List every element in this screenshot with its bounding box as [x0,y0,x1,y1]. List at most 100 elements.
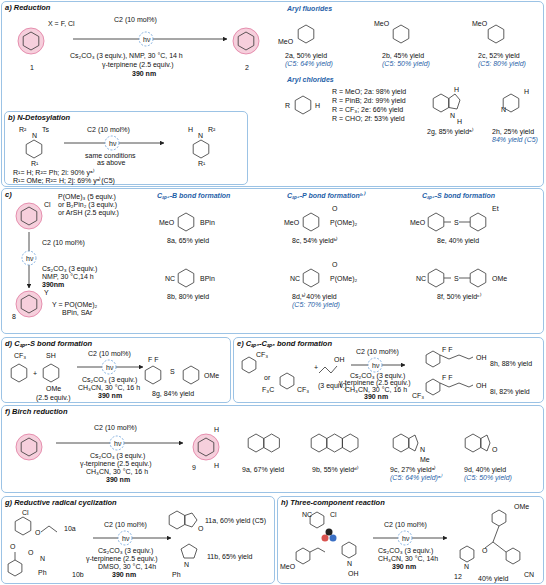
chemistry-label: N [347,560,352,568]
structure-stroke [310,548,325,552]
structure-stroke [459,222,470,223]
structure-stroke [440,355,473,359]
chemistry-label: OH [348,570,359,578]
structure-stroke [460,546,474,562]
structure-stroke [319,366,337,373]
structure-stroke [16,291,42,317]
chemistry-label: C2 (10 mol%) [42,239,85,247]
structure-stroke [110,436,124,450]
chemistry-label: SH [46,352,56,360]
panel-heading: d) Cₛₚ₃-S bond formation [5,340,92,348]
structure-stroke [398,531,412,545]
structure-stroke [481,435,490,451]
chemistry-label: H [524,88,529,96]
chemistry-label: 8h, 88% yield [490,360,532,368]
chemistry-label: H [214,426,219,434]
chemistry-label: Cs₂CO₃ (3 equiv.) [42,265,97,273]
chemistry-label: MeO [374,20,389,28]
structure-stroke [169,511,185,529]
structure-stroke [409,435,418,451]
wavelength-label: 390nm [42,281,64,289]
panel-c-art [16,203,486,317]
chemistry-label: P(OMe)₂ [330,275,357,283]
chemistry-label: OMe [204,372,219,380]
chemistry-label: NC [165,275,175,283]
chemistry-label: N [501,106,506,114]
structure-stroke [43,364,59,382]
chemistry-label: Et [492,205,499,213]
chemistry-label: hν [26,255,33,263]
panel-f-art [16,434,490,460]
panel-a-art [18,25,519,114]
chemistry-label: 40% yield [478,575,508,583]
structure-stroke [21,207,37,225]
structure-stroke [298,25,314,43]
panel-heading: c) [5,191,12,199]
chemistry-label: CH₃CN, 30 °C, 14h [378,555,438,563]
structure-stroke [428,213,444,231]
chemistry-label: X = F, Cl [48,20,75,28]
structure-stroke [426,351,440,367]
structure-stroke [193,140,209,158]
structure-stroke [492,510,506,526]
structure-stroke [310,512,324,528]
chemistry-label: 8d,ᵇ⁾40% yield [292,293,337,301]
structure-stroke [18,28,44,54]
chemistry-label: Cs₂CO₃ (3 equiv.) [98,547,153,555]
reaction-panel: a) ReductionX = F, ClC2 (10 mol%)hνCs₂CO… [1,1,544,187]
chemistry-label: 2a, 50% yield [285,52,327,60]
chemistry-label: NC [416,275,426,283]
chemistry-label: γ-terpinene (2.5 equiv.) [86,555,157,563]
reaction-panel: b) N-DetosylationR²NTsR¹C2 (10 mol%)hνsa… [4,111,248,185]
chemistry-label: F F [442,374,453,382]
structure-stroke [11,364,27,382]
chemistry-label: OMe [492,275,507,283]
structure-stroke [183,366,199,384]
wavelength-label: 390 nm [392,563,416,571]
structure-stroke [459,278,470,279]
chemistry-label: H [457,118,462,126]
chemistry-label: Me [420,456,430,464]
structure-stroke [193,434,219,460]
structure-stroke [493,542,506,552]
structure-stroke [426,379,440,395]
reaction-panel: f) Birch reductionC2 (10 mol%)hνCs₂CO₃ (… [1,405,544,493]
chemistry-label: R² [208,126,215,134]
chemistry-label: hν [106,364,113,372]
chemistry-label: N [184,561,189,569]
structure-stroke [102,360,116,374]
chemistry-label: H [214,462,219,470]
chemistry-label: OMe [46,385,61,393]
chemistry-label: hν [114,440,121,448]
alternative-yield: (C5: 70% yield) [292,301,340,309]
reaction-panel: c)ClP(OMe)₃ (5 equiv.)or B₂Pin₂ (3 equiv… [1,188,544,334]
chemistry-label: N [464,563,469,571]
chemistry-label: C2 (10 mol%) [356,348,399,356]
structure-stroke [26,140,42,158]
structure-stroke [118,531,132,545]
chemistry-label: MeO [159,219,174,227]
structure-stroke [506,548,520,564]
chemistry-label: hν [122,535,129,543]
alternative-yield: (C5: 50% yield) [382,60,430,68]
panel-heading: b) N-Detosylation [8,114,70,122]
structure-stroke [322,535,329,542]
chemistry-label: C2 (10 mol%) [88,350,131,358]
section-heading: Cₛₚ₂-P bond formationᵇ⁾ [287,192,365,200]
chemistry-label: Cs₂CO₃ (3 equiv.), NMP, 30 °C, 14 h [70,52,183,60]
structure-stroke [8,560,22,576]
panel-d-art [11,360,199,384]
chemistry-label: BPin [200,219,215,227]
panel-heading: f) Birch reduction [5,408,68,416]
chemistry-label: O [482,547,487,555]
structure-stroke [303,269,319,287]
chemistry-label: OH [334,356,345,364]
structure-stroke [242,357,256,373]
panel-g-art [8,511,197,576]
chemistry-label: S [454,275,459,283]
chemistry-label: C2 (10 mol%) [104,521,147,529]
chemistry-label: 8g, 84% yield [152,390,194,398]
chemistry-label: 9a, 67% yield [242,466,284,474]
chemistry-label: F F [148,356,159,364]
chemistry-label: R = CHO; 2f: 53% yield [332,115,405,123]
